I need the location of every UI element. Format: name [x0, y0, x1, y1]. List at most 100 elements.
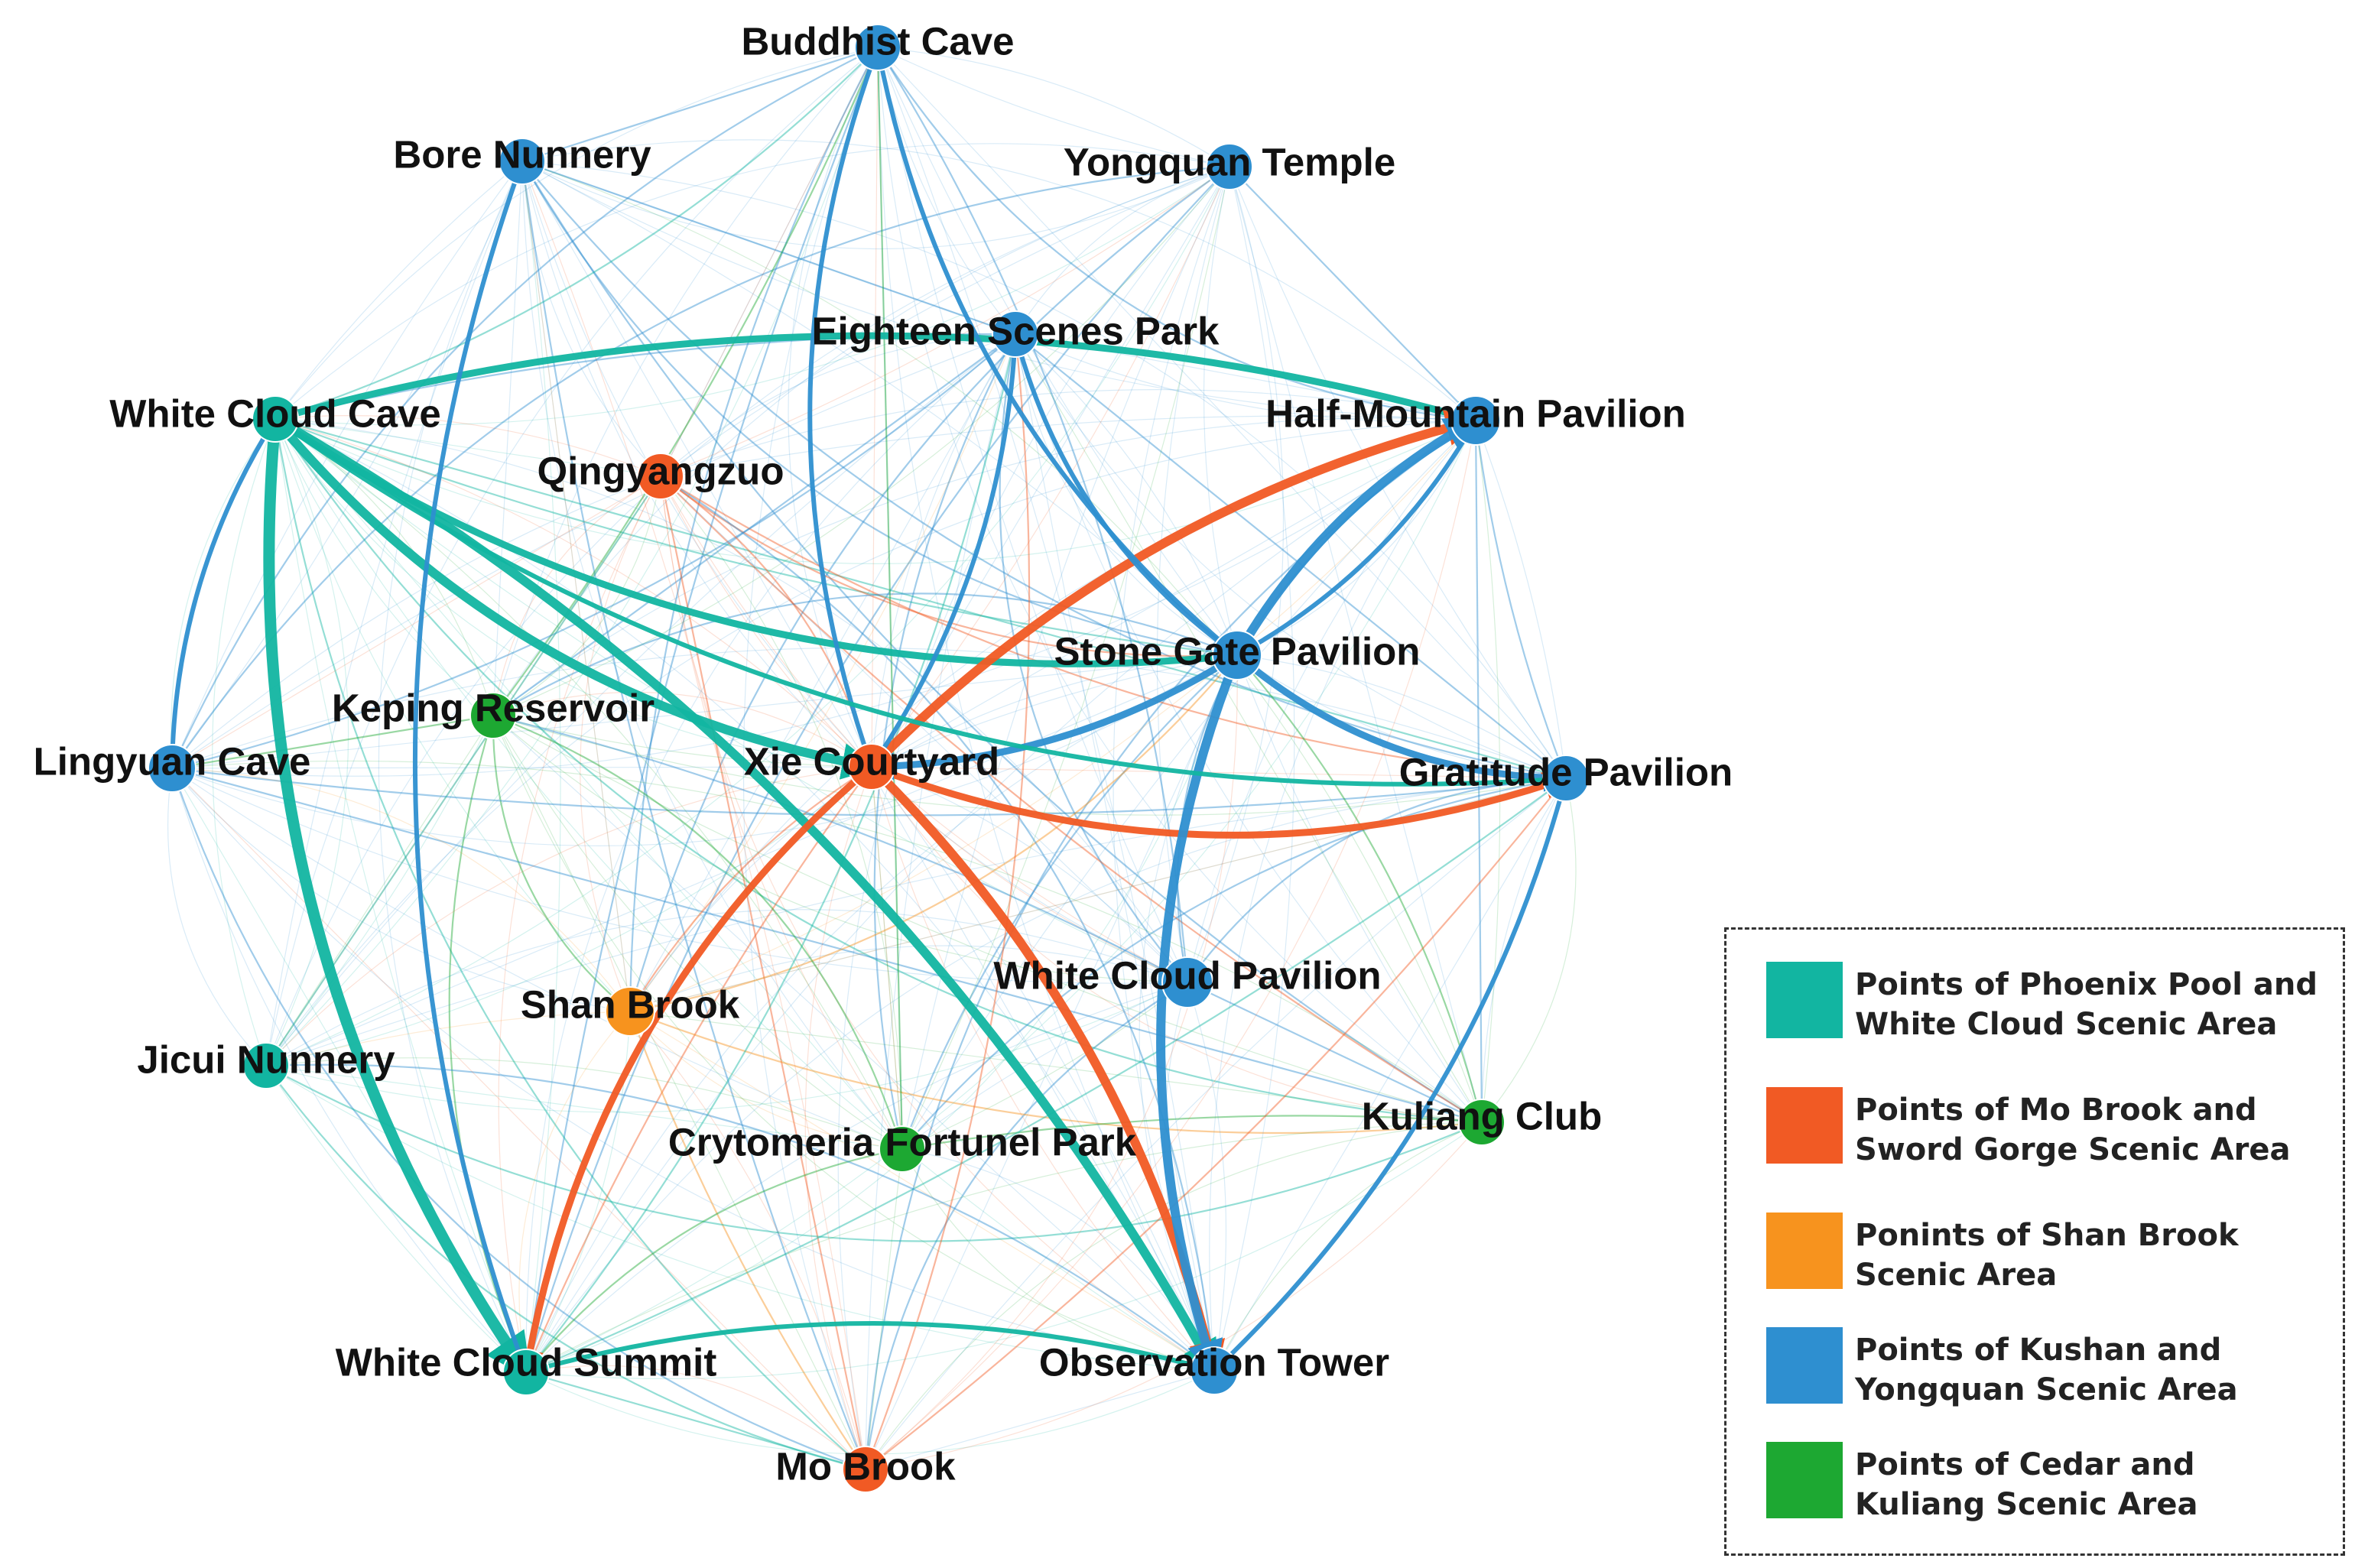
node-label-eighteen: Eighteen Scenes Park [812, 309, 1220, 352]
faint-edge [274, 161, 523, 420]
node-label-xie: Xie Courtyard [744, 739, 999, 783]
faint-edge [171, 768, 631, 1012]
faint-edge [265, 766, 872, 1066]
faint-edge [871, 654, 1238, 768]
faint-edge [629, 945, 1188, 1012]
flow-edge-lingyuan-to-whitecloudcave [170, 415, 278, 769]
faint-edge [901, 777, 1567, 1150]
flow-edge-gratitude-to-tower [1211, 778, 1568, 1374]
flow-edge-halfmountain-to-stonegate [1233, 419, 1478, 657]
faint-edge [265, 909, 1188, 1066]
faint-edge [901, 982, 1188, 1150]
faint-edge [521, 161, 1016, 335]
faint-edge [171, 766, 872, 769]
node-label-buddhist: Buddhist Cave [741, 19, 1014, 63]
flow-edge-whitecloudcave-to-xie [271, 416, 879, 780]
faint-edge [265, 654, 1238, 1066]
legend-item-kushan: Points of Kushan and Yongquan Scenic Are… [1766, 1327, 2332, 1407]
faint-edge [1015, 333, 1567, 779]
faint-edge [521, 161, 867, 1470]
faint-edge [629, 1011, 1483, 1123]
faint-edge [167, 768, 267, 1066]
legend-label: Ponints of Shan Brook Scenic Area [1855, 1218, 2239, 1293]
faint-edge [877, 47, 1567, 779]
faint-edge [171, 165, 1230, 769]
faint-edge [212, 418, 276, 1066]
faint-edge [521, 161, 1567, 780]
faint-edge [1113, 166, 1230, 1372]
faint-edge [492, 417, 1476, 716]
node-label-bore: Bore Nunnery [393, 132, 651, 176]
faint-edge [877, 47, 1188, 983]
flow-edge-bore-to-summit [412, 160, 530, 1376]
node-whitecloudcave [252, 395, 299, 443]
faint-edge [171, 654, 1238, 769]
faint-edge [871, 766, 1215, 1372]
faint-edge [660, 476, 1188, 983]
faint-edge [492, 715, 1483, 1123]
node-label-lingyuan: Lingyuan Cave [34, 739, 311, 783]
node-label-whitecloudcave: White Cloud Cave [109, 391, 441, 435]
faint-edge [274, 418, 866, 1470]
flow-edge-whitecloudcave-to-stonegate [273, 416, 1243, 671]
faint-edge [871, 766, 903, 1150]
flow-edge-eighteen-to-stonegate [1013, 333, 1240, 657]
faint-edge [901, 166, 1230, 1150]
node-label-jicui: Jicui Nunnery [137, 1037, 395, 1081]
faint-edge [274, 418, 661, 477]
faint-edge [629, 766, 872, 1012]
faint-edge [660, 476, 903, 1150]
flow-edge-stonegate-to-halfmountain [1233, 416, 1483, 657]
node-yongquan [1206, 143, 1253, 190]
faint-edge [901, 420, 1476, 1150]
node-label-tower: Observation Tower [1039, 1340, 1389, 1384]
faint-edge [171, 768, 631, 1012]
faint-edge [265, 333, 1016, 1066]
node-lingyuan [148, 744, 197, 793]
faint-edge [660, 476, 1215, 1372]
node-label-whitecloudpav: White Cloud Pavilion [993, 953, 1381, 997]
faint-edge [1015, 333, 1238, 656]
faint-edge [525, 1371, 866, 1471]
node-eighteen [992, 310, 1039, 358]
faint-edge [901, 654, 1238, 1150]
faint-edge [171, 768, 866, 1471]
faint-edge [171, 333, 1016, 769]
node-label-gratitude: Gratitude Pavilion [1399, 750, 1733, 794]
faint-edge [525, 778, 1567, 1373]
faint-edge [871, 47, 879, 768]
faint-edge [274, 418, 1215, 1372]
faint-edge [871, 420, 1476, 768]
node-xie [848, 743, 895, 790]
faint-edge [171, 768, 903, 1150]
flow-edge-buddhist-to-stonegate [875, 47, 1240, 658]
legend-swatch [1766, 1213, 1843, 1289]
strong-edge-layer [170, 46, 1572, 1380]
faint-edge [492, 161, 523, 716]
faint-edge [171, 768, 527, 1373]
faint-edge [525, 166, 1230, 1373]
faint-edge [265, 166, 1230, 1066]
node-label-mobrook: Mo Brook [775, 1444, 956, 1488]
faint-edge [492, 715, 903, 1150]
faint-edge [265, 420, 1476, 1066]
faint-edge [521, 160, 1016, 336]
faint-edge [521, 161, 1483, 1123]
faint-edge [865, 778, 1567, 1470]
faint-edge [492, 714, 1188, 983]
faint-edge [788, 47, 879, 768]
legend-swatch [1766, 1087, 1843, 1164]
faint-edge [265, 715, 494, 1066]
faint-edge [580, 476, 661, 1012]
legend: Points of Phoenix Pool and White Cloud S… [1724, 927, 2345, 1556]
node-label-yongquan: Yongquan Temple [1064, 140, 1395, 183]
faint-edge [1156, 166, 1230, 983]
faint-edge [171, 768, 866, 1470]
faint-edge [1236, 420, 1476, 656]
faint-edge [629, 1011, 866, 1470]
faint-edge [521, 161, 1238, 657]
faint-edge [1213, 166, 1295, 1372]
faint-edge [873, 333, 1016, 1150]
legend-label: Points of Mo Brook and Sword Gorge Sceni… [1855, 1092, 2291, 1167]
